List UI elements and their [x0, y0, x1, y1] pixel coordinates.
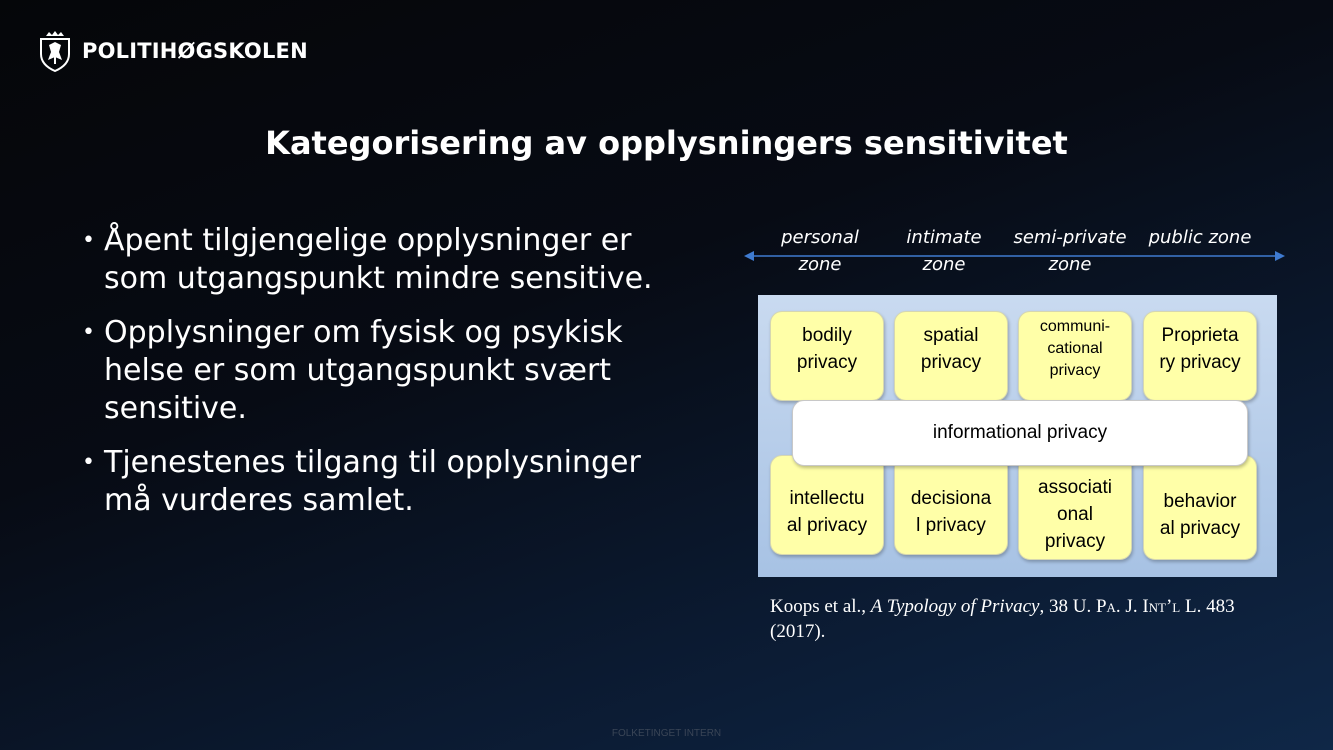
bullet-text: Åpent tilgjengelige opplysninger er som …	[104, 223, 653, 296]
zone-label-semi-private: semi-private zone	[1013, 227, 1127, 275]
citation-rest: L. 483 (2017).	[770, 596, 1235, 642]
zone-label-intimate: intimate zone	[906, 227, 982, 275]
box-decisional-privacy: decisiona l privacy	[894, 455, 1008, 555]
double-arrow-icon	[744, 251, 1285, 261]
citation-work-title: A Typology of Privacy	[870, 596, 1040, 617]
bullet-item: • Tjenestenes tilgang til opplysninger m…	[82, 444, 662, 520]
bullet-dot: •	[82, 228, 95, 253]
citation-volume: , 38 U.	[1039, 596, 1096, 617]
box-informational-privacy: informational privacy	[792, 400, 1248, 466]
citation-journal-mid: . J.	[1115, 596, 1143, 617]
box-spatial-privacy: spatial privacy	[894, 311, 1008, 401]
box-proprietary-privacy: Proprieta ry privacy	[1143, 311, 1257, 401]
citation: Koops et al., A Typology of Privacy, 38 …	[770, 594, 1270, 644]
brand-logo: POLITIHØGSKOLEN	[36, 30, 308, 72]
bullet-dot: •	[82, 320, 95, 345]
citation-authors: Koops et al.,	[770, 596, 871, 617]
box-intellectual-privacy: intellectu al privacy	[770, 455, 884, 555]
bullet-dot: •	[82, 450, 95, 475]
box-behavioral-privacy: behavior al privacy	[1143, 455, 1257, 560]
zone-label-personal: personal zone	[781, 227, 859, 275]
box-bodily-privacy: bodily privacy	[770, 311, 884, 401]
coat-of-arms-icon	[40, 31, 70, 72]
bullet-item: • Åpent tilgjengelige opplysninger er so…	[82, 222, 662, 298]
bullet-text: Tjenestenes tilgang til opplysninger må …	[104, 445, 641, 518]
citation-journal-abbr: Pa	[1095, 596, 1116, 617]
privacy-typology-diagram: bodily privacy spatial privacy communi- …	[758, 295, 1277, 577]
citation-journal-abbr-2: Int’l	[1142, 596, 1181, 617]
footer-classification: FOLKETINGET INTERN	[611, 728, 722, 739]
bullet-list: • Åpent tilgjengelige opplysninger er so…	[82, 222, 662, 536]
bullet-item: • Opplysninger om fysisk og psykisk hels…	[82, 314, 662, 428]
zone-label-public: public zone	[1148, 227, 1252, 248]
slide-title: Kategorisering av opplysningers sensitiv…	[265, 124, 1068, 162]
box-associational-privacy: associati onal privacy	[1018, 455, 1132, 560]
zone-axis: personal zone intimate zone semi-private…	[742, 222, 1287, 278]
bullet-text: Opplysninger om fysisk og psykisk helse …	[104, 315, 623, 426]
box-communicational-privacy: communi- cational privacy	[1018, 311, 1132, 401]
brand-name: POLITIHØGSKOLEN	[82, 39, 308, 63]
